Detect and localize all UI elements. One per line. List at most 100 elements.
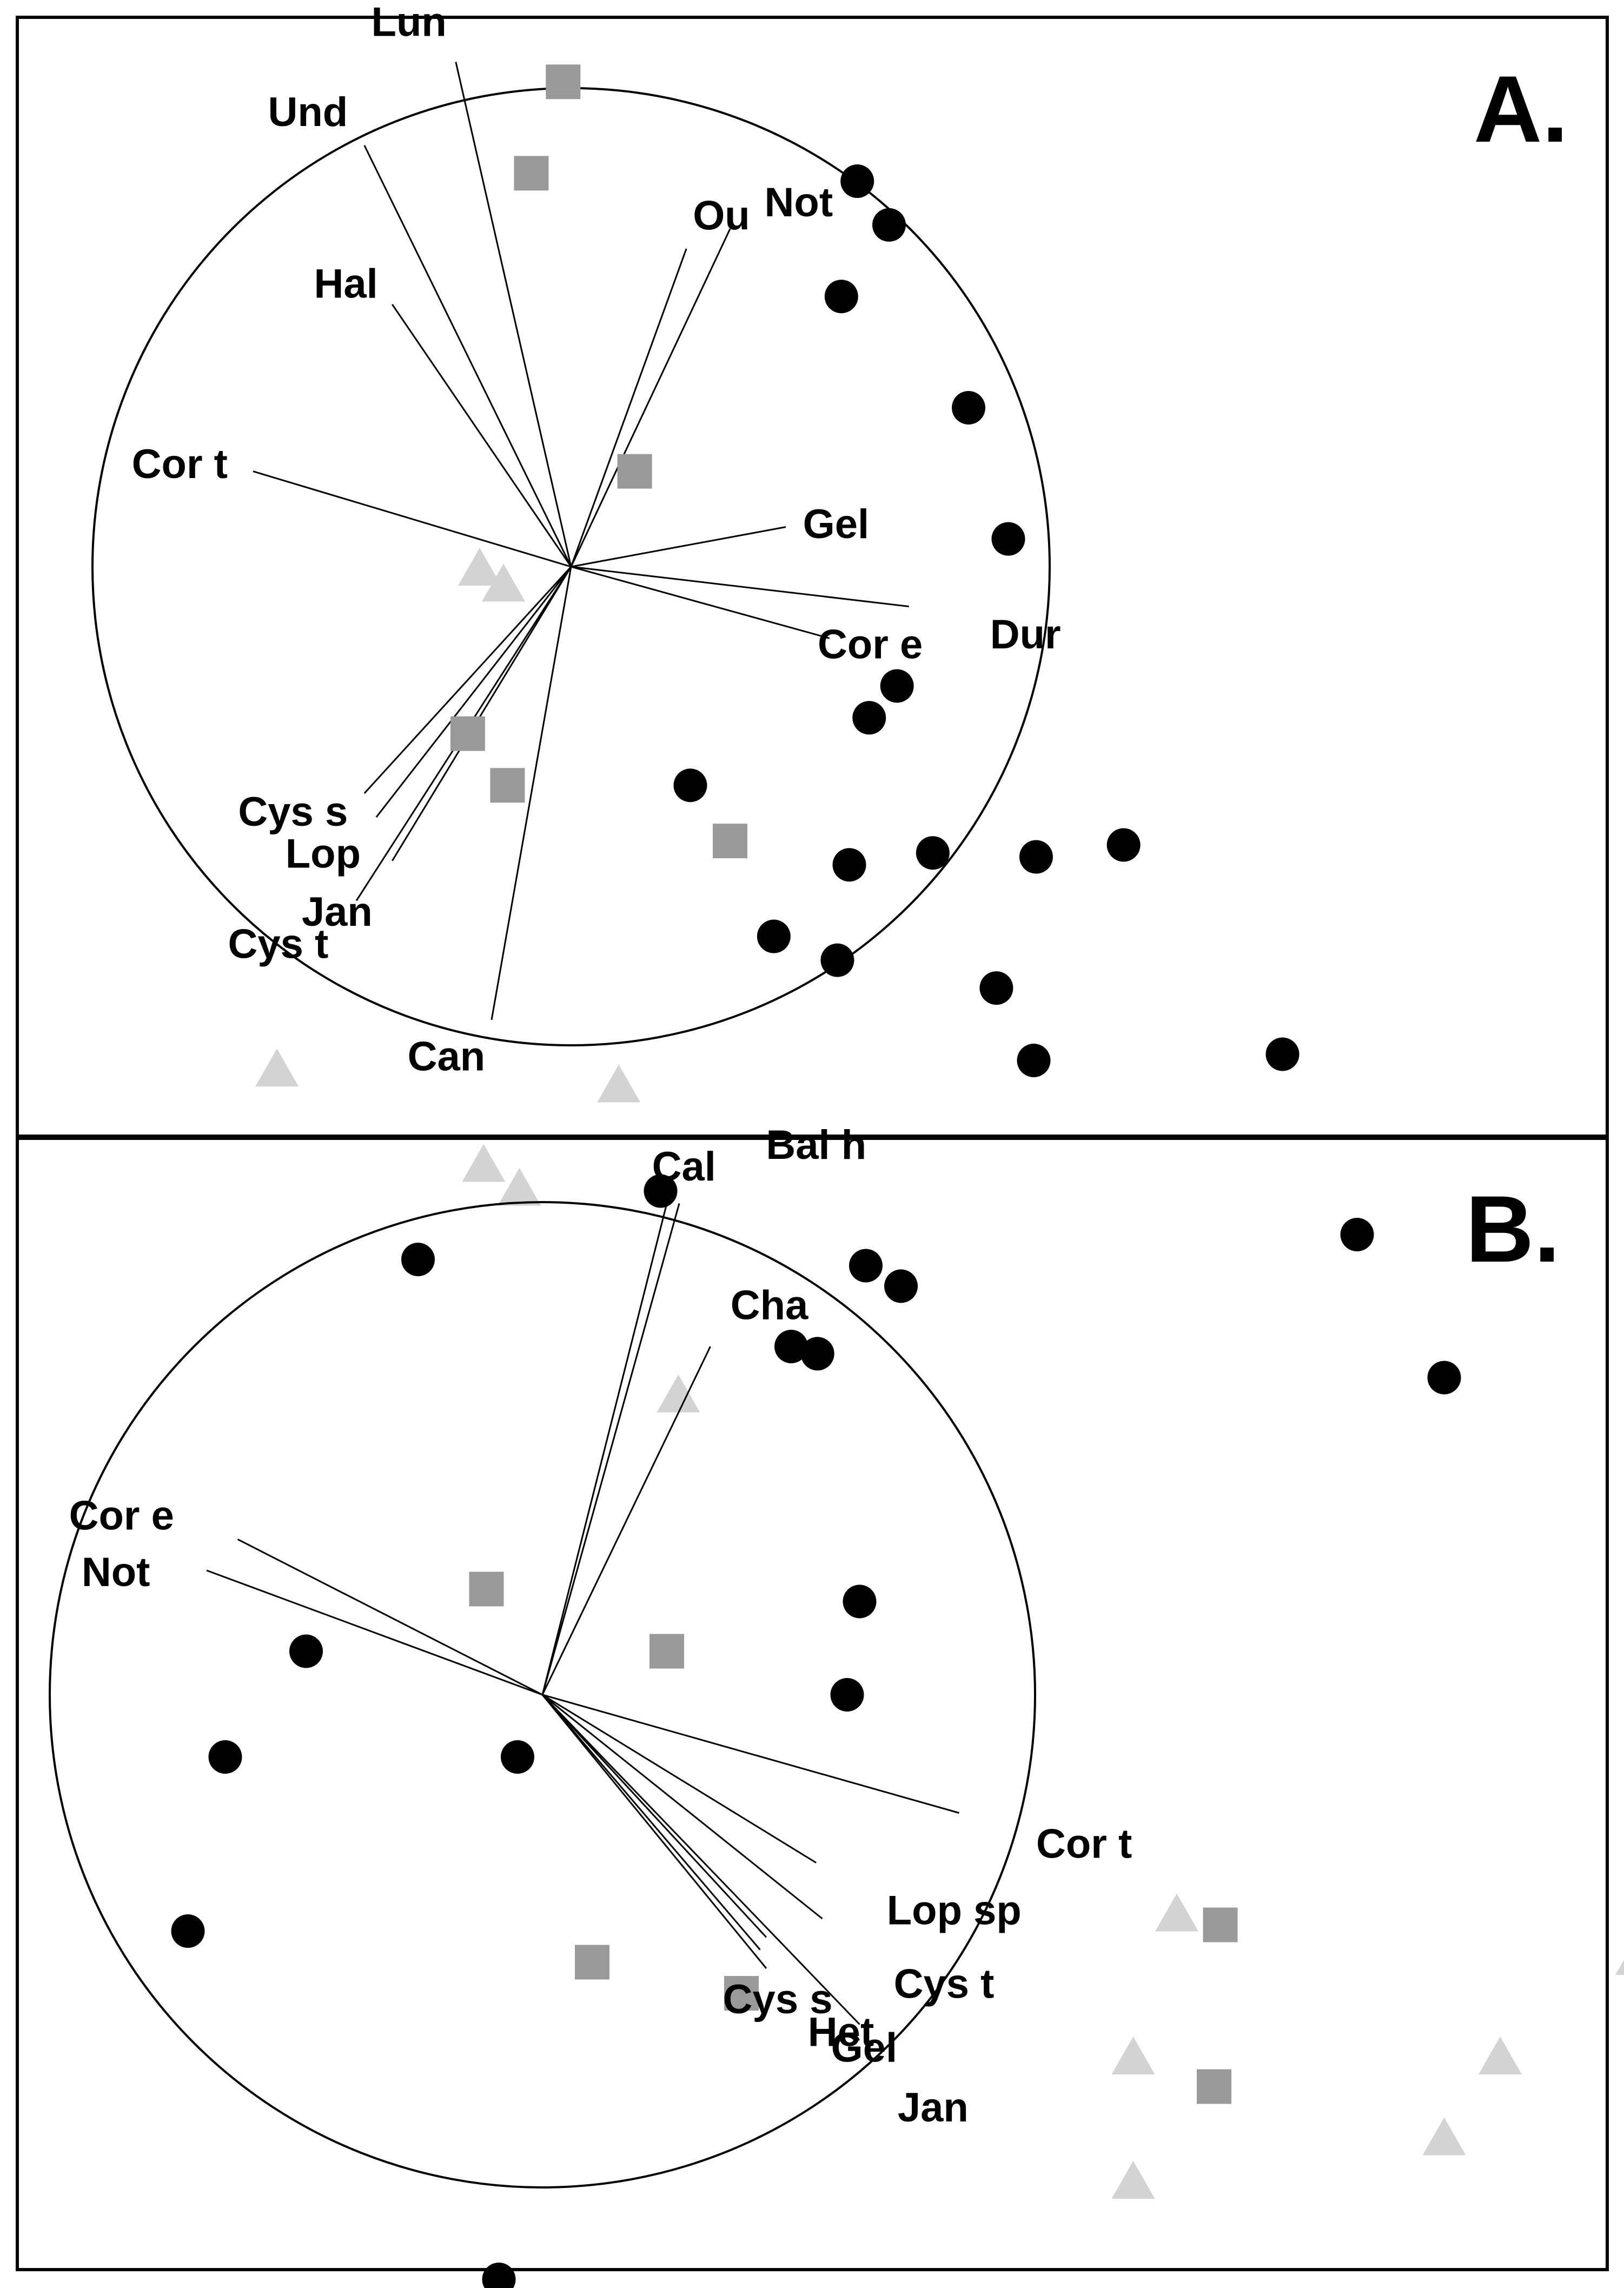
panel-a-label: A. [1474,57,1568,162]
site-point-triangle [482,563,526,602]
site-point-triangle [1479,2037,1522,2074]
vector-not [570,228,731,567]
site-point-circle [872,208,906,242]
site-point-square [469,1571,504,1607]
site-point-circle [800,1337,834,1371]
vector-jan [391,566,572,861]
site-point-square [490,768,525,803]
site-point-circle [774,1330,808,1363]
site-point-square [575,1945,609,1980]
site-point-triangle [458,548,501,586]
site-point-square [713,824,747,859]
site-point-circle [1427,1361,1461,1395]
vector-dur [571,566,909,607]
vector-ou [570,248,687,567]
vector-cal [541,1203,668,1695]
vector-label-cal: Cal [652,1144,716,1190]
vector-lop [375,566,572,818]
site-point-square [1197,2069,1231,2104]
site-point-circle [401,1243,435,1276]
site-point-circle [884,1269,918,1303]
site-point-circle [852,701,886,735]
vector-label-lop: Lop [286,831,361,877]
vector-can [490,566,572,1020]
vector-label-gel: Gel [803,501,870,547]
site-point-circle [843,1584,877,1619]
vector-gel [571,526,786,568]
site-point-circle [1017,1044,1051,1077]
vector-jan [541,1694,860,2025]
site-point-circle [644,1174,678,1208]
site-point-triangle [1111,2161,1155,2199]
panel-b-points [171,1037,1624,2288]
vector-hal [392,304,572,567]
site-point-circle [830,1678,864,1712]
site-point-circle [482,2263,516,2288]
site-point-circle [952,391,985,425]
vector-label-jan: Jan [302,889,373,935]
vector-label-lun: Lun [372,0,447,45]
vector-label-cor-t: Cor t [132,441,228,487]
panel-b-correlation-circle [49,1201,1036,2188]
panel-b-label: B. [1466,1177,1560,1282]
site-point-circle [880,669,914,703]
vector-cys-t [542,1694,823,1920]
vector-label-dur: Dur [990,612,1061,658]
site-point-triangle [597,1064,641,1103]
site-point-square [450,716,485,751]
site-point-triangle [255,1049,299,1087]
vector-label-bal-h: Bal h [766,1122,866,1168]
site-point-square [724,1976,759,2011]
vector-lun [455,62,572,567]
vector-label-cor-e: Cor e [818,621,923,667]
vector-cor-t [253,470,572,568]
panel-a-points [255,64,1141,1412]
site-point-circle [673,768,707,803]
vector-label-cha: Cha [731,1282,808,1328]
panel-b-vectors [206,1203,959,2025]
site-point-circle [820,943,854,977]
site-point-triangle [1155,1893,1198,1932]
site-point-circle [979,971,1013,1005]
site-point-circle [208,1740,242,1774]
vector-cha [541,1346,711,1695]
site-point-circle [757,919,791,953]
site-point-circle [1106,828,1141,862]
vector-cor-e [571,566,830,639]
site-point-circle [171,1914,205,1948]
panel-b-frame [16,1136,1609,2271]
vector-label-cys-t: Cys t [894,1961,995,2007]
site-point-circle [849,1249,883,1283]
vector-cor-e [237,1538,543,1696]
site-point-square [649,1634,684,1669]
vector-label-cor-t: Cor t [1036,1821,1132,1867]
site-point-triangle [498,1168,541,1206]
vector-label-cys-t: Cys t [228,921,329,967]
vector-gel [541,1694,767,1969]
vector-label-ou: Ou [693,193,750,239]
site-point-circle [1340,1218,1374,1251]
site-point-triangle [1615,1960,1624,1975]
vector-cys-s [363,566,572,794]
site-point-square [617,454,652,489]
vector-label-cys-s: Cys s [723,1977,833,2022]
vector-label-lop-sp: Lop sp [887,1887,1022,1933]
site-point-triangle [1422,2117,1466,2156]
vector-label-gel: Gel [831,2025,898,2071]
site-point-circle [1019,840,1053,874]
vector-cys-s [541,1694,767,1938]
site-point-square [1203,1907,1238,1942]
site-point-circle [991,522,1025,556]
vector-label-cor-e: Cor e [69,1493,174,1539]
site-point-circle [916,836,950,870]
vector-label-und: Und [268,89,348,135]
vector-cor-t [542,1694,959,1814]
vector-label-cys-s: Cys s [238,789,348,835]
site-point-triangle [657,1374,700,1412]
vector-label-can: Can [408,1034,486,1080]
